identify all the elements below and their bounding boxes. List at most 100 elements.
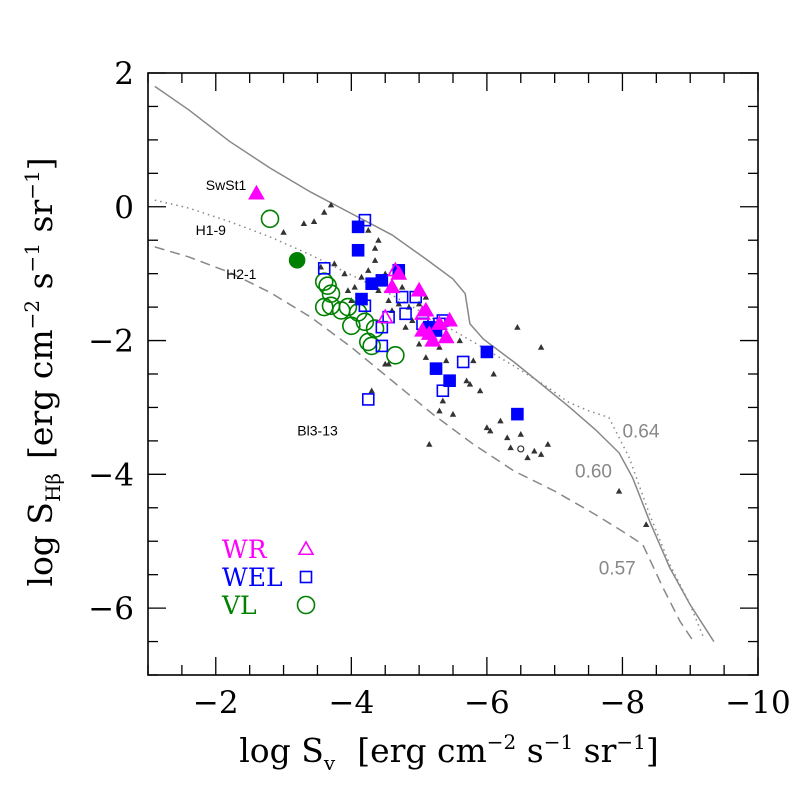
other-point-filled: [422, 293, 430, 300]
vl-point-open: [260, 209, 280, 229]
data-points: [248, 184, 650, 528]
curve-label: 0.60: [575, 462, 612, 483]
wr-point-filled: [417, 301, 435, 317]
other-point-filled: [443, 357, 450, 364]
wel-point-open: [395, 290, 409, 304]
other-point-filled: [470, 357, 477, 364]
wr-point-open: [376, 308, 394, 324]
other-point-filled: [436, 344, 443, 350]
wel-point-filled: [429, 362, 443, 375]
other-point-filled: [344, 287, 352, 293]
other-point-filled: [280, 228, 287, 235]
other-point-filled: [415, 340, 423, 347]
vl-point-open: [318, 276, 337, 296]
y-tick-label: −2: [88, 324, 134, 360]
other-point-filled: [300, 220, 308, 227]
wel-point-filled: [365, 277, 378, 291]
x-axis-label: log Sv[erg cm−2 s−1 sr−1]: [239, 730, 659, 775]
wr-point-filled: [248, 184, 265, 200]
wel-point-open: [358, 213, 372, 227]
vl-point-open: [358, 332, 378, 352]
other-point-filled: [537, 344, 545, 350]
x-tick-label: −4: [328, 685, 374, 721]
other-point-filled: [327, 201, 335, 208]
wel-point-filled: [511, 407, 524, 421]
other-point-filled: [517, 431, 524, 437]
other-point-filled: [371, 245, 379, 251]
other-point-filled: [544, 441, 552, 447]
wr-point-filled: [420, 325, 438, 340]
curve-0-64: [154, 85, 715, 643]
y-axis-label: log SHβ[erg cm−2 s−1 sr−1]: [20, 157, 65, 586]
other-point-filled: [422, 354, 430, 360]
other-point-filled: [385, 360, 392, 367]
other-point-filled: [524, 454, 531, 461]
other-point-filled: [514, 323, 521, 330]
other-point-filled: [398, 283, 406, 290]
other-point-filled: [466, 380, 474, 387]
y-tick-label: −6: [88, 591, 134, 627]
other-point-filled: [504, 434, 511, 441]
wr-point-filled: [410, 281, 428, 297]
other-point-filled: [365, 267, 372, 273]
y-tick-label: 2: [114, 56, 134, 92]
wel-point-filled: [375, 274, 389, 287]
x-tick-label: −2: [193, 685, 239, 721]
wr-point-filled: [383, 278, 401, 294]
other-point-filled: [375, 287, 382, 293]
vl-point-open: [362, 336, 381, 356]
x-tick-label: −6: [464, 685, 510, 721]
wel-point-open: [456, 355, 470, 369]
point-label: H2-1: [226, 266, 257, 282]
other-point-filled: [456, 337, 463, 344]
x-tick-label: −10: [725, 685, 790, 721]
wel-point-filled: [351, 243, 365, 257]
point-label: H1-9: [196, 222, 227, 238]
curve-0-60: [154, 199, 705, 639]
legend-marker-wel: [299, 570, 313, 584]
vl-point-open: [355, 312, 375, 332]
other-point-filled: [615, 487, 623, 494]
other-point-filled: [331, 260, 338, 267]
other-point-filled: [537, 451, 545, 457]
point-label: Bl3-13: [297, 423, 338, 439]
other-point-filled: [642, 521, 650, 528]
y-tick-label: −4: [88, 457, 134, 493]
other-point-filled: [426, 441, 433, 447]
legend-label-wel: WEL: [222, 563, 283, 592]
wel-point-open: [436, 384, 450, 398]
other-point-filled: [490, 370, 497, 377]
wel-point-open: [399, 307, 412, 321]
vl-point-open: [386, 345, 405, 365]
curve-label: 0.57: [599, 559, 636, 580]
other-point-filled: [358, 273, 365, 280]
other-point-filled: [321, 208, 328, 215]
wr-point-open: [414, 305, 431, 320]
other-point-filled: [341, 270, 348, 277]
other-point-filled: [531, 447, 538, 454]
other-point-filled: [487, 427, 494, 434]
other-point-filled: [351, 283, 358, 290]
other-point-filled: [365, 226, 372, 233]
wr-point-open: [387, 261, 404, 277]
wr-point-filled: [441, 311, 458, 327]
wel-point-open: [317, 262, 331, 275]
wel-point-filled: [443, 374, 456, 387]
vl-point-open: [348, 303, 368, 322]
other-point-filled: [483, 424, 491, 431]
other-point-filled: [449, 410, 457, 417]
wel-point-open: [358, 299, 372, 313]
other-point-filled: [409, 317, 416, 324]
other-point-filled: [463, 377, 470, 384]
other-point-filled: [507, 444, 514, 451]
other-point-filled: [497, 417, 504, 424]
curve-label: 0.64: [622, 422, 659, 443]
wel-point-open: [375, 339, 389, 353]
other-point-filled: [368, 387, 375, 394]
vl-point-open: [365, 319, 385, 338]
other-point-filled: [385, 297, 392, 303]
other-point-open: [517, 445, 525, 453]
wel-point-filled: [480, 345, 494, 359]
